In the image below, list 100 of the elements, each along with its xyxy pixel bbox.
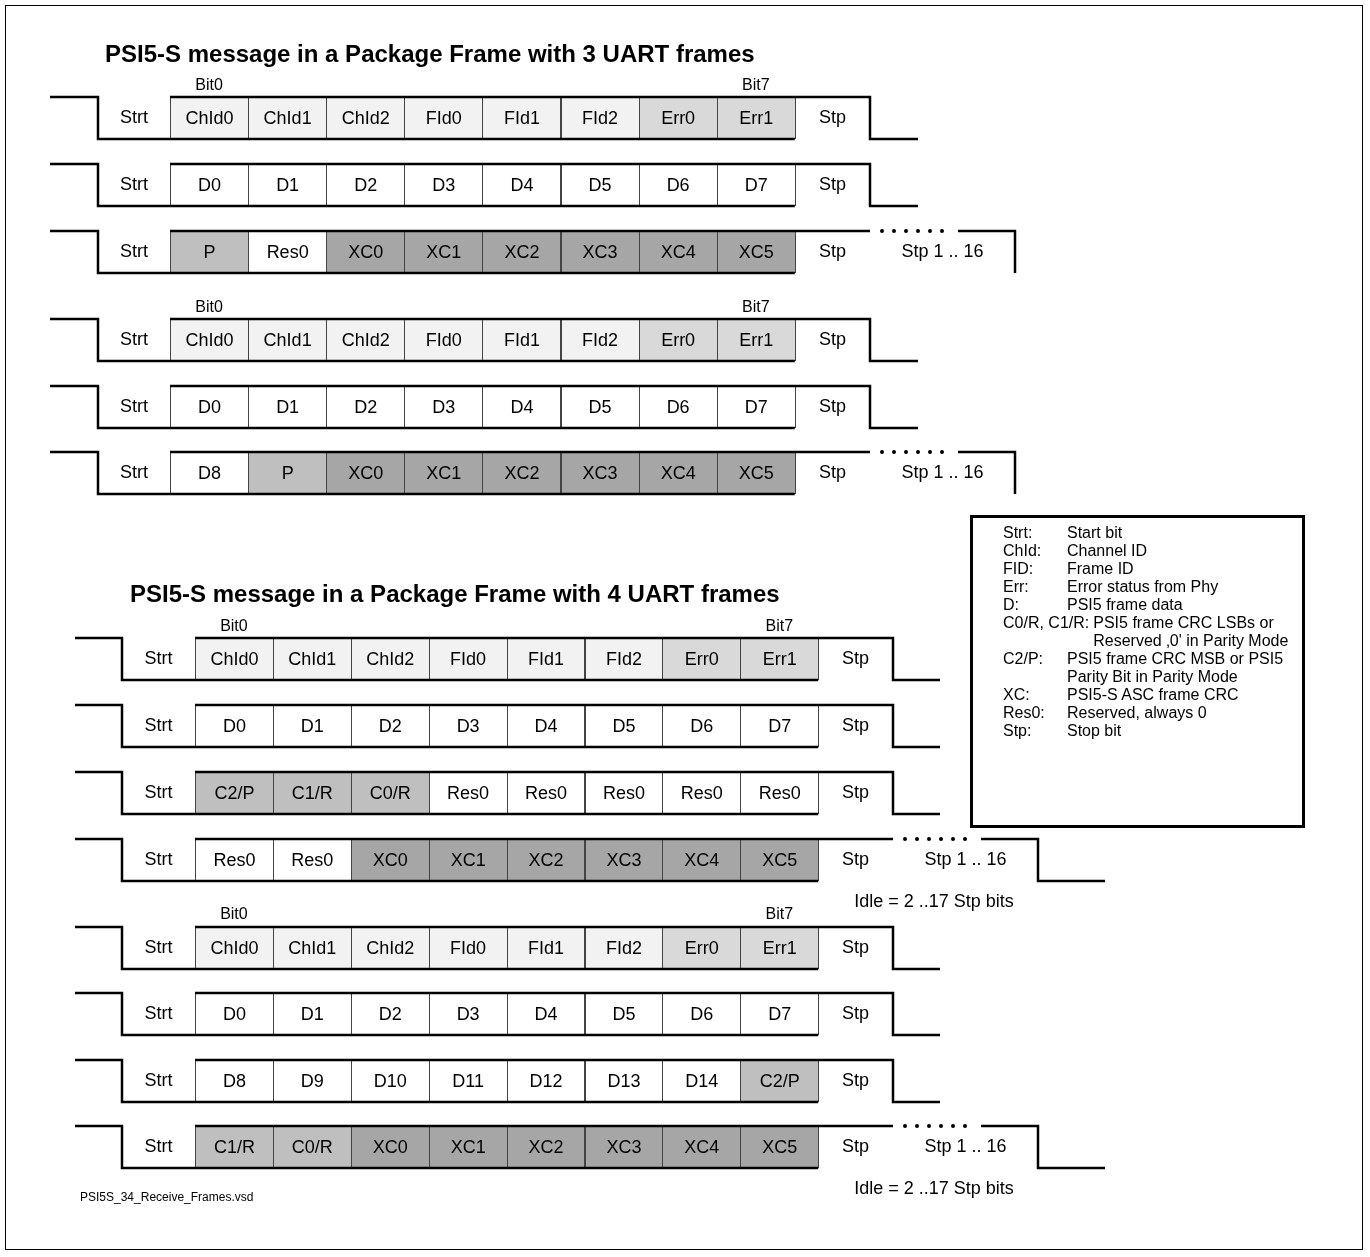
stop-bit-label: Stp bbox=[817, 396, 847, 417]
bit-field-cell: XC4 bbox=[638, 231, 718, 273]
bit-field-cell: XC3 bbox=[560, 452, 640, 494]
start-bit-label: Strt bbox=[119, 396, 149, 417]
bit-index-label: Bit7 bbox=[764, 905, 795, 923]
bit-field-cell: FId2 bbox=[584, 927, 664, 969]
bit-index-label: Bit0 bbox=[219, 617, 249, 635]
bit-field-cell: XC5 bbox=[716, 452, 796, 494]
bit-field-cell: FId0 bbox=[428, 638, 508, 680]
bit-field-cell: XC1 bbox=[428, 839, 508, 881]
bit-field-cell: ChId2 bbox=[350, 927, 430, 969]
bit-field-cell: XC5 bbox=[740, 839, 820, 881]
legend-description: Frame ID bbox=[1067, 560, 1135, 578]
bit-field-cell: XC1 bbox=[428, 1126, 508, 1168]
legend-term: Res0: bbox=[1003, 704, 1046, 722]
bit-field-cell: ChId2 bbox=[326, 97, 406, 139]
start-bit-label: Strt bbox=[143, 715, 174, 736]
stop-bits-label: Stp 1 .. 16 bbox=[923, 1136, 1008, 1157]
stop-bit-label: Stp bbox=[841, 1136, 871, 1157]
start-bit-label: Strt bbox=[143, 937, 174, 958]
bit-field-cell: FId2 bbox=[560, 97, 640, 139]
legend-term: XC: bbox=[1003, 686, 1031, 704]
idle-note: Idle = 2 ..17 Stp bits bbox=[854, 1178, 1014, 1199]
bit-field-cell: C1/R bbox=[195, 1126, 274, 1168]
legend-term: C0/R, C1/R: bbox=[1003, 614, 1091, 633]
bit-field-cell: ChId1 bbox=[272, 927, 352, 969]
file-name: PSI5S_34_Receive_Frames.vsd bbox=[80, 1190, 254, 1204]
legend-term: D: bbox=[1003, 596, 1020, 614]
bit-field-cell: XC0 bbox=[350, 839, 430, 881]
bit-field-cell: ChId1 bbox=[248, 97, 328, 139]
legend-description: Stop bit bbox=[1067, 722, 1123, 740]
stop-bit-label: Stp bbox=[841, 715, 871, 736]
bit-field-cell: Err0 bbox=[638, 97, 718, 139]
legend-description: PSI5 frame CRC MSB or PSI5 Parity Bit in Parity Mode bbox=[1067, 650, 1285, 686]
legend-description: Channel ID bbox=[1067, 542, 1149, 560]
bit-field-cell: C2/P bbox=[740, 1060, 820, 1102]
bit-field-cell: FId1 bbox=[506, 638, 586, 680]
bit-field-cell: Err0 bbox=[662, 638, 742, 680]
bit-field-cell: XC3 bbox=[560, 231, 640, 273]
legend-description: Error status from Phy bbox=[1067, 578, 1220, 596]
legend-description: PSI5 frame CRC LSBs or Reserved ‚0' in Parity Mode bbox=[1093, 614, 1290, 650]
stop-bit-label: Stp bbox=[817, 462, 847, 483]
start-bit-label: Strt bbox=[119, 241, 149, 262]
bit-field-cell: XC4 bbox=[662, 1126, 742, 1168]
stop-bit-label: Stp bbox=[841, 849, 871, 870]
bit-field-cell: P bbox=[248, 452, 328, 494]
stop-bit-label: Stp bbox=[841, 1070, 871, 1091]
bit-field-cell: Err1 bbox=[740, 638, 820, 680]
bit-index-label: Bit7 bbox=[740, 76, 771, 94]
bit-field-cell: FId1 bbox=[482, 319, 562, 361]
bit-field-cell: XC0 bbox=[326, 231, 406, 273]
stop-bit-label: Stp bbox=[817, 107, 847, 128]
legend-term: ChId: bbox=[1003, 542, 1043, 560]
start-bit-label: Strt bbox=[119, 174, 149, 195]
bit-field-cell: P bbox=[170, 231, 250, 273]
bit-field-cell: XC3 bbox=[584, 1126, 664, 1168]
bit-field-cell: Err0 bbox=[638, 319, 718, 361]
bit-index-label: Bit0 bbox=[194, 76, 224, 94]
legend-term: FID: bbox=[1003, 560, 1035, 578]
bit-index-label: Bit0 bbox=[194, 298, 224, 316]
bit-field-cell: XC5 bbox=[716, 231, 796, 273]
legend-description: PSI5 frame data bbox=[1067, 596, 1184, 614]
bit-field-cell: C0/R bbox=[350, 772, 430, 814]
bit-field-cell: FId2 bbox=[584, 638, 664, 680]
idle-note: Idle = 2 ..17 Stp bits bbox=[854, 891, 1014, 912]
stop-bits-label: Stp 1 .. 16 bbox=[900, 241, 985, 262]
stop-bit-label: Stp bbox=[841, 648, 871, 669]
bit-field-cell: ChId0 bbox=[170, 97, 250, 139]
bit-field-cell: FId0 bbox=[428, 927, 508, 969]
bit-field-cell: FId0 bbox=[404, 97, 484, 139]
diagram-heading: PSI5-S message in a Package Frame with 3 UART frames bbox=[105, 40, 755, 68]
bit-field-cell: XC2 bbox=[482, 231, 562, 273]
start-bit-label: Strt bbox=[143, 1070, 174, 1091]
bit-field-cell: XC4 bbox=[662, 839, 742, 881]
start-bit-label: Strt bbox=[143, 849, 174, 870]
bit-field-cell: XC4 bbox=[638, 452, 718, 494]
start-bit-label: Strt bbox=[119, 107, 149, 128]
bit-field-cell: XC1 bbox=[404, 452, 484, 494]
bit-field-cell: FId1 bbox=[506, 927, 586, 969]
bit-field-cell: Err1 bbox=[740, 927, 820, 969]
bit-field-cell: C1/R bbox=[272, 772, 352, 814]
stop-bit-label: Stp bbox=[841, 782, 871, 803]
legend-term: Strt: bbox=[1003, 524, 1034, 542]
start-bit-label: Strt bbox=[143, 648, 174, 669]
bit-field-cell: ChId1 bbox=[248, 319, 328, 361]
bit-field-cell: ChId0 bbox=[195, 638, 274, 680]
stop-bits-label: Stp 1 .. 16 bbox=[900, 462, 985, 483]
bit-field-cell: C0/R bbox=[272, 1126, 352, 1168]
bit-field-cell: XC0 bbox=[350, 1126, 430, 1168]
start-bit-label: Strt bbox=[143, 1003, 174, 1024]
bit-field-cell: FId1 bbox=[482, 97, 562, 139]
start-bit-label: Strt bbox=[119, 329, 149, 350]
legend-term: C2/P: bbox=[1003, 650, 1044, 669]
bit-field-cell: Err0 bbox=[662, 927, 742, 969]
stop-bit-label: Stp bbox=[817, 174, 847, 195]
legend-term: Err: bbox=[1003, 578, 1030, 596]
bit-field-cell: C2/P bbox=[195, 772, 274, 814]
legend-description: Start bit bbox=[1067, 524, 1124, 542]
bit-field-cell: ChId0 bbox=[170, 319, 250, 361]
bit-field-cell: XC5 bbox=[740, 1126, 820, 1168]
